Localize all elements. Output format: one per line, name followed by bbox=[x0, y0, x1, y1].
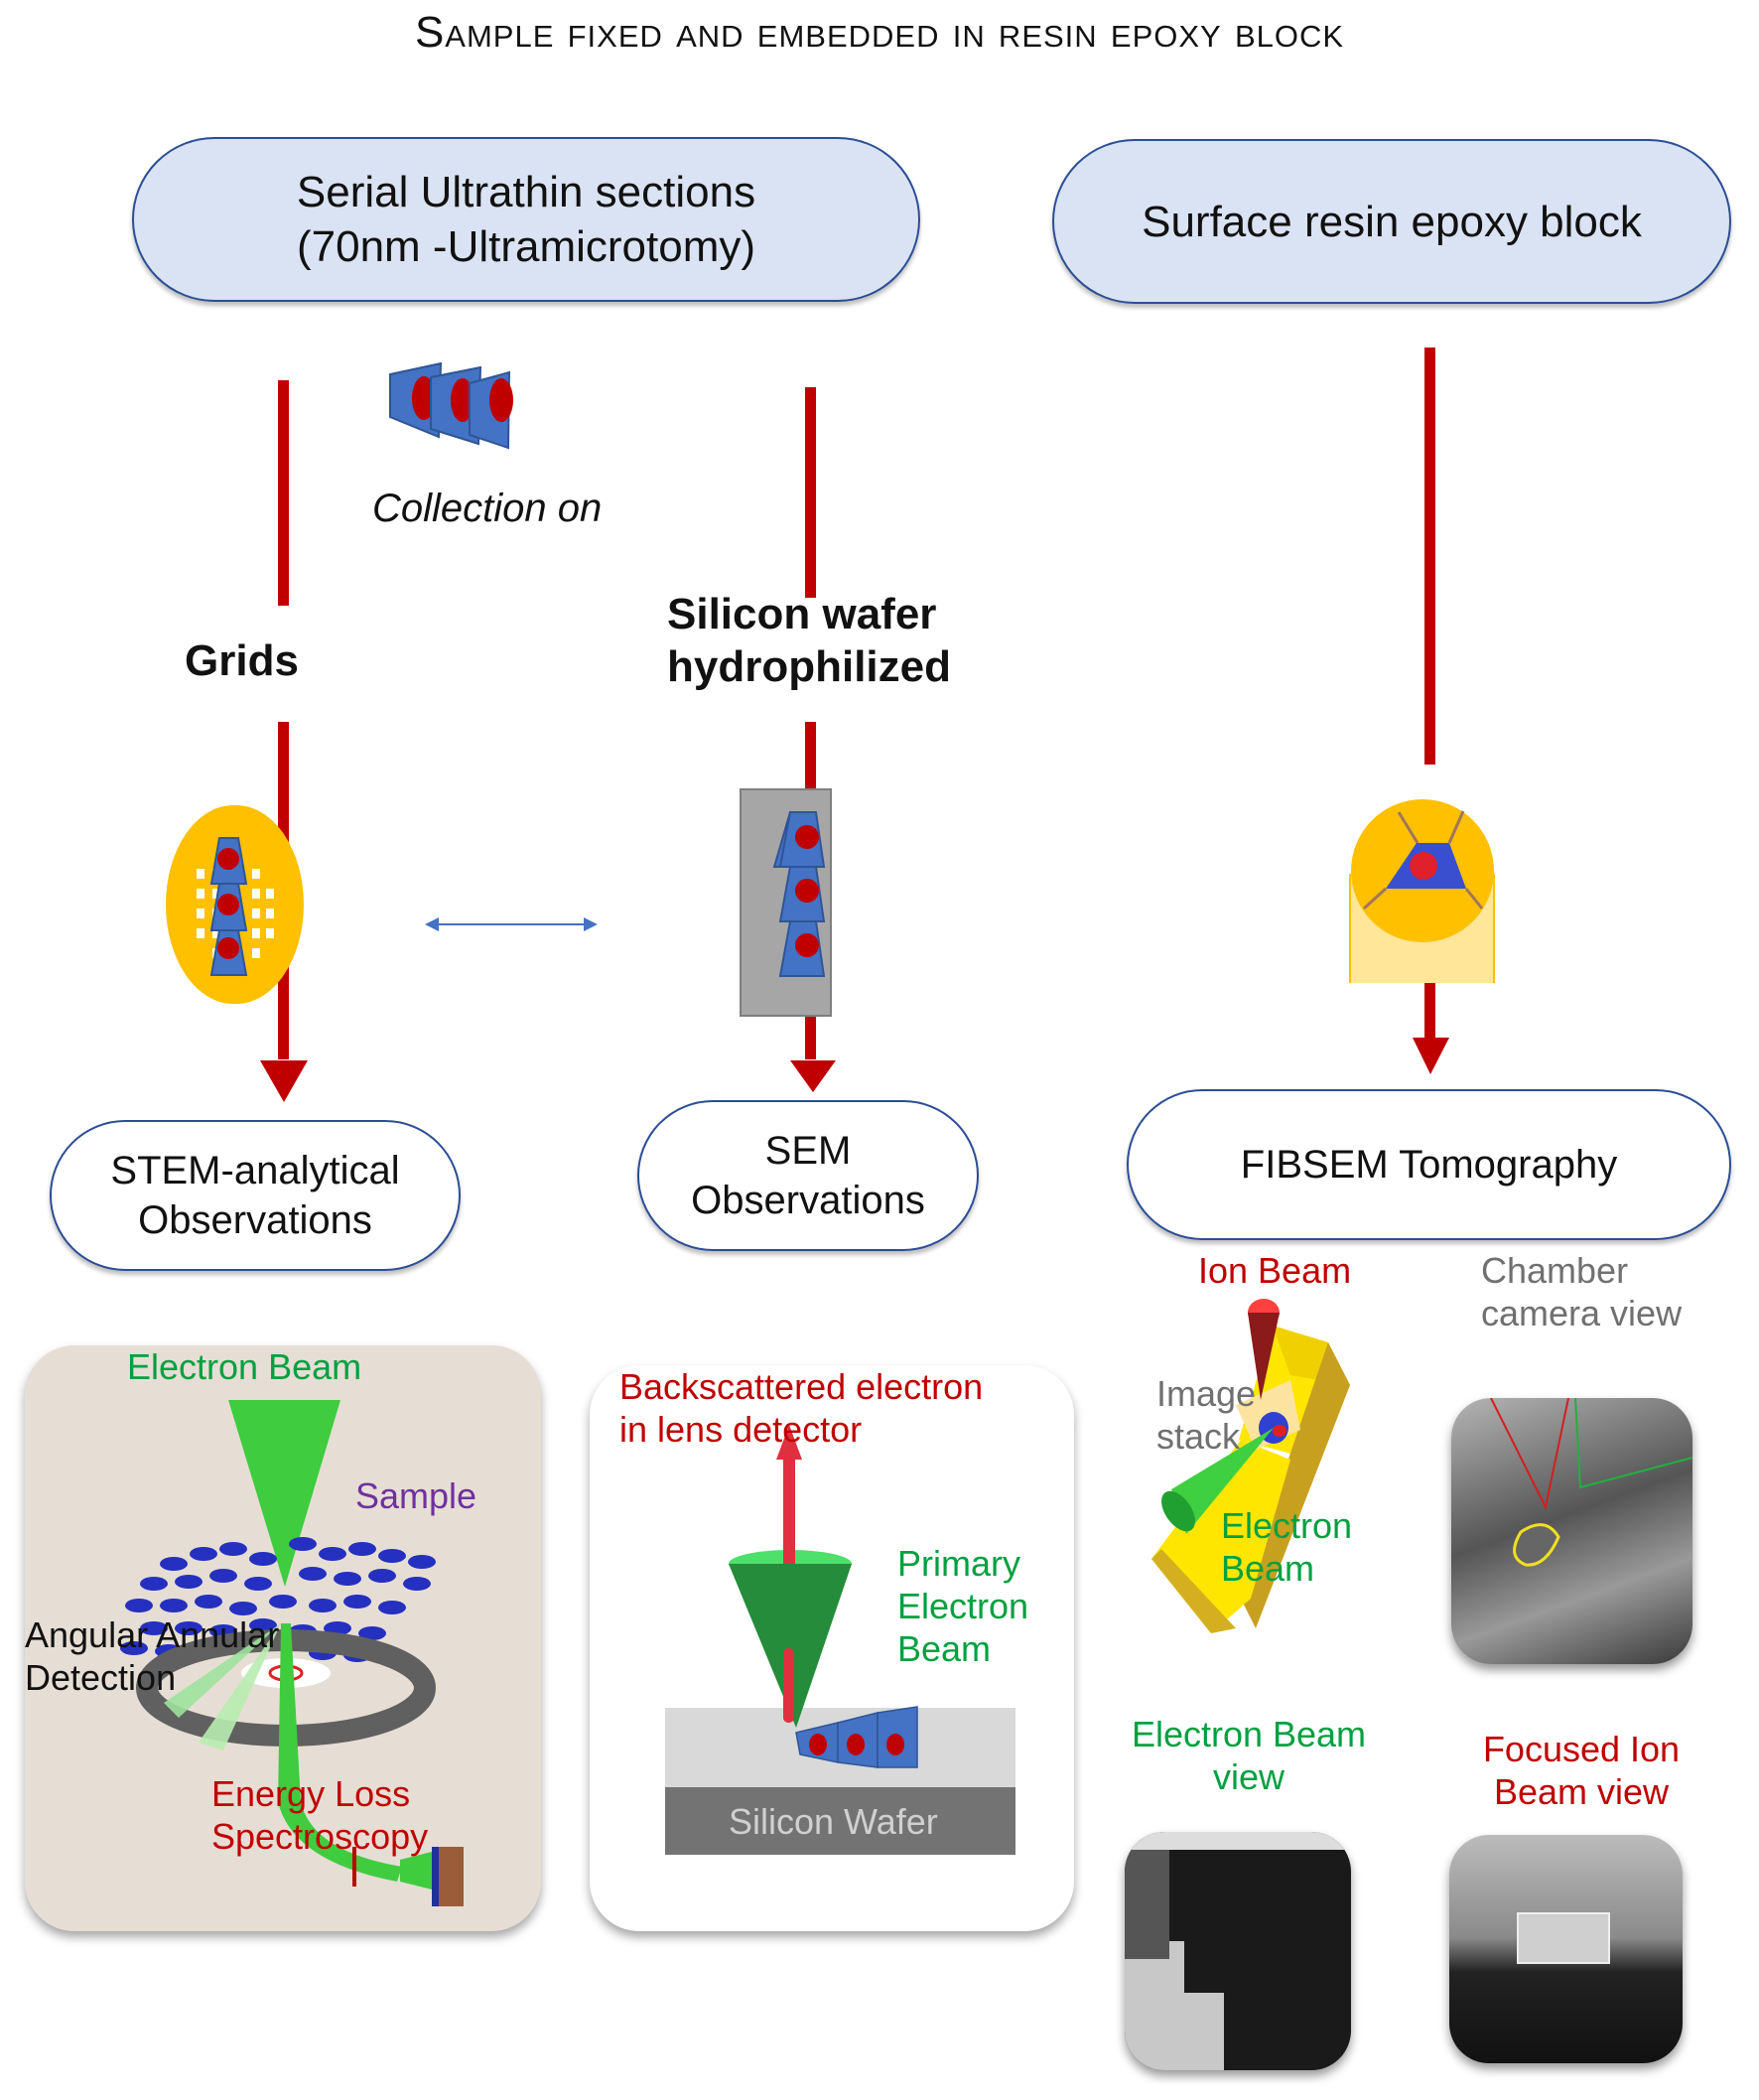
bidirectional-arrow-icon bbox=[425, 917, 598, 931]
sections-icon bbox=[389, 361, 513, 450]
stem-illustration-panel: Electron Beam Sample Angular Annular Det… bbox=[25, 1345, 541, 1931]
chamber-overlay bbox=[1490, 1398, 1692, 1567]
energy-loss-spectroscopy-label: Energy Loss Spectroscopy bbox=[211, 1773, 429, 1858]
silicon-wafer-label: Silicon wafer hydrophilized bbox=[667, 590, 951, 691]
arrow-head bbox=[1413, 1038, 1449, 1074]
sem-illustration bbox=[665, 1425, 1015, 1855]
connector-line bbox=[805, 387, 816, 598]
node-label: STEM-analytical Observations bbox=[110, 1149, 400, 1242]
fib-electron-beam-label: Electron Beam bbox=[1221, 1505, 1353, 1590]
sample-particles bbox=[120, 1537, 436, 1662]
silicon-wafer-icon bbox=[740, 788, 832, 1017]
electron-beam-view-label: Electron Beam view bbox=[1131, 1714, 1367, 1798]
sample-label: Sample bbox=[355, 1475, 477, 1516]
connector-line bbox=[1424, 348, 1435, 765]
image-stack-label: Image stack bbox=[1156, 1373, 1257, 1458]
silicon-wafer-text: Silicon Wafer bbox=[729, 1801, 938, 1842]
focused-ion-beam-view-photo bbox=[1449, 1835, 1683, 2063]
node-label: Serial Ultrathin sections (70nm -Ultrami… bbox=[296, 168, 756, 271]
primary-electron-beam-label: Primary Electron Beam bbox=[897, 1543, 1029, 1670]
node-label: Surface resin epoxy block bbox=[1142, 197, 1642, 246]
chamber-camera-label: Chamber camera view bbox=[1481, 1250, 1683, 1334]
node-serial-ultrathin-sections: Serial Ultrathin sections (70nm -Ultrami… bbox=[132, 137, 920, 302]
node-fibsem-tomography: FIBSEM Tomography bbox=[1127, 1089, 1731, 1240]
arrow-head bbox=[790, 1060, 836, 1092]
node-label: FIBSEM Tomography bbox=[1240, 1143, 1618, 1187]
collection-label: Collection on bbox=[372, 487, 603, 530]
connector-line bbox=[278, 380, 289, 606]
node-stem-analytical: STEM-analytical Observations bbox=[50, 1120, 461, 1271]
backscattered-electron-label: Backscattered electron in lens detector bbox=[619, 1366, 984, 1451]
ion-beam-label: Ion Beam bbox=[1198, 1250, 1352, 1291]
sem-illustration-panel: Backscattered electron in lens detector … bbox=[590, 1365, 1074, 1931]
electron-beam-view-photo bbox=[1125, 1832, 1351, 2070]
resin-block-icon bbox=[1349, 799, 1495, 983]
stem-illustration bbox=[120, 1400, 464, 1906]
arrow-head bbox=[260, 1060, 308, 1102]
node-sem-observations: SEM Observations bbox=[637, 1100, 979, 1251]
sections-on-wafer bbox=[795, 1706, 918, 1768]
grid-icon bbox=[166, 805, 304, 1004]
electron-beam-label: Electron Beam bbox=[127, 1346, 362, 1387]
grids-label: Grids bbox=[185, 636, 299, 685]
connector-line bbox=[1424, 983, 1435, 1048]
chamber-camera-photo bbox=[1451, 1398, 1692, 1664]
node-surface-resin-block: Surface resin epoxy block bbox=[1052, 139, 1731, 304]
diagram-title: Sample fixed and embedded in resin epoxy… bbox=[414, 8, 1345, 57]
node-label: SEM Observations bbox=[691, 1129, 925, 1222]
angular-annular-detection-label: Angular Annular Detection bbox=[25, 1614, 280, 1699]
focused-ion-beam-view-label: Focused Ion Beam view bbox=[1482, 1729, 1681, 1813]
